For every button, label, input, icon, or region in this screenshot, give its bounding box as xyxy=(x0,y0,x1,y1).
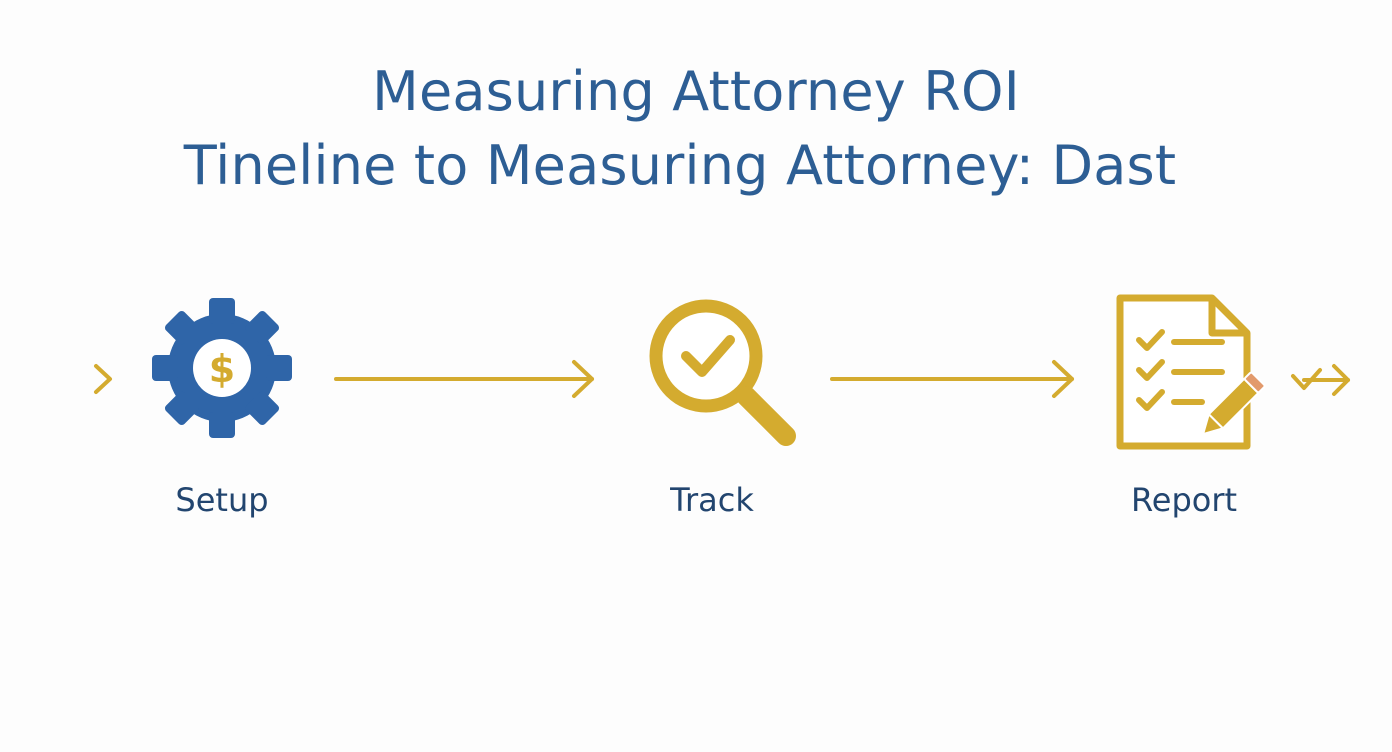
checklist-pencil-icon xyxy=(1116,294,1266,450)
step-label-track: Track xyxy=(670,481,754,519)
entry-chevron-icon xyxy=(94,364,112,394)
dollar-sign: $ xyxy=(209,347,235,391)
arrow-connector-2 xyxy=(830,360,1074,398)
step-label-setup: Setup xyxy=(175,481,269,519)
gear-dollar-icon: $ xyxy=(152,298,292,438)
magnifier-check-icon xyxy=(649,299,796,446)
exit-arrow-icon xyxy=(1291,364,1350,396)
title-line-2: Tineline to Measuring Attorney: Dast xyxy=(183,134,1177,197)
arrow-connector-1 xyxy=(334,360,594,398)
title-line-1: Measuring Attorney ROI xyxy=(372,60,1020,123)
step-label-report: Report xyxy=(1130,481,1238,519)
pencil-icon xyxy=(1202,371,1266,436)
